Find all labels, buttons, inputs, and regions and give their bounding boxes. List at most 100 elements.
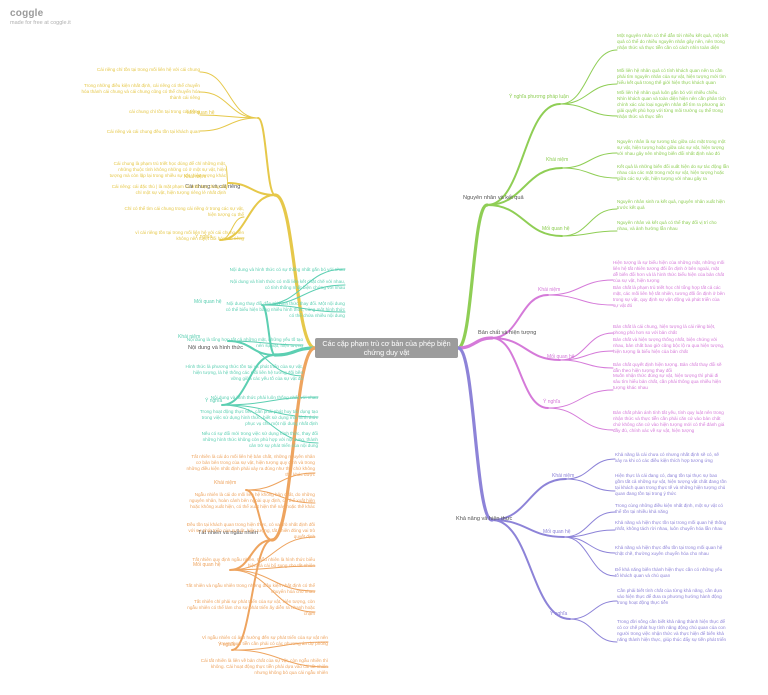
leaf-text-t-2-0[interactable]: Nội dung và hình thức phải luôn thống nh… [210,395,318,400]
sub-label-p-1[interactable]: Mối quan hệ [543,528,571,535]
leaf-text-m-1-2[interactable]: Bản chất quyết định hiện tượng. Bản chất… [613,362,722,373]
leaf-line-g-2-1 [561,230,618,237]
leaf-text-o-1-1[interactable]: Tất nhiên quy định ngẫu nhiên, ngẫu nhiê… [192,557,315,568]
branch-label-t[interactable]: Nội dung và hình thức [188,344,244,351]
leaf-text-m-1-0[interactable]: Bản chất là cái chung, hiện tượng là cái… [613,324,716,335]
sub-label-o-0[interactable]: Khái niệm [214,479,237,486]
sub-line-o-1 [229,539,273,571]
sub-line-g-1 [486,167,563,206]
sub-label-t-2[interactable]: Ý nghĩa [205,397,223,404]
leaf-line-o-2-0 [231,641,329,651]
sub-label-t-1[interactable]: Khái niệm [178,333,201,340]
sub-label-g-1[interactable]: Khái niệm [546,156,569,163]
leaf-text-o-1-3[interactable]: Tất nhiên chỉ phải sự phát triển của sự … [187,599,315,616]
branch-line-m [456,336,494,350]
leaf-line-o-2-1 [231,649,329,668]
leaf-line-y-2-0 [219,216,245,241]
leaf-text-g-0-2[interactable]: Mối liên hệ nhân quả luôn gắn bó với nhi… [617,90,726,119]
leaf-line-o-0-1 [245,489,316,504]
leaf-line-y-1-0 [225,165,229,184]
leaf-text-o-2-1[interactable]: Cái tất nhiên là liên về bản chất của sự… [200,658,328,675]
leaf-text-t-2-2[interactable]: Nếu có sự đổi mới trong việc sử dụng hìn… [201,431,318,448]
leaf-text-o-1-2[interactable]: Tất nhiên và ngẫu nhiên trong những điều… [185,583,315,594]
leaf-text-p-1-1[interactable]: Khả năng và hiện thực tồn tại trong mối … [615,520,727,531]
leaf-line-p-2-1 [569,618,618,643]
branch-label-p[interactable]: Khả năng và hiện thực [456,515,513,522]
leaf-text-t-2-1[interactable]: Trong hoạt động thực tiễn, cần phải phát… [199,409,318,426]
branch-label-o[interactable]: Tất nhiên và ngẫu nhiên [198,529,259,536]
branch-label-g[interactable]: Nguyên nhân và kết quả [463,194,524,201]
sub-label-y-1[interactable]: Khái niệm [184,173,207,180]
leaf-line-g-0-2 [559,103,618,117]
leaf-text-g-2-1[interactable]: Nguyên nhân và kết quả có thể thay đổi v… [617,220,717,231]
leaf-line-p-1-3 [563,536,616,577]
leaf-text-p-0-1[interactable]: Hiện thực là cái đang có, đang tồn tại t… [615,473,727,496]
sub-label-t-0[interactable]: Mối quan hệ [194,298,222,305]
leaf-text-p-1-2[interactable]: Khả năng và hiện thực đều tồn tại trong … [615,545,723,556]
root-topic[interactable]: Các cặp phạm trù cơ bản của phép biện ch… [315,338,458,358]
sub-label-m-0[interactable]: Khái niệm [538,286,561,293]
leaf-text-t-0-1[interactable]: Nội dung và hình thức có mối liên kết ch… [230,279,345,290]
leaf-text-m-2-1[interactable]: Bản chất phản ánh tính tất yếu, tính quy… [613,410,725,433]
leaf-line-y-1-1 [225,182,229,190]
leaf-line-g-0-1 [559,83,618,105]
sub-label-g-2[interactable]: Mối quan hệ [542,225,570,232]
leaf-text-g-2-0[interactable]: Nguyên nhân sinh ra kết quả, nguyên nhân… [617,199,725,210]
leaf-text-t-0-2[interactable]: Nội dung thay đổi dẫn tới hình thức thay… [225,301,345,318]
leaf-text-y-0-2[interactable]: cái chung chỉ tồn tại trong cái riêng [129,109,200,114]
leaf-text-t-1-0[interactable]: Nội dung là tổng hợp tất cả những mặt, n… [186,337,303,348]
leaf-text-y-2-1[interactable]: vì cái riêng tồn tại trong mối liên hệ v… [135,230,244,241]
leaf-text-y-0-1[interactable]: Trong những điều kiện nhất định, cái riê… [81,83,200,100]
sub-label-p-0[interactable]: Khái niệm [552,472,575,479]
leaf-line-p-0-0 [565,458,616,480]
leaf-text-m-1-1[interactable]: Bản chất và hiện tượng thống nhất, biện … [613,337,725,354]
leaf-text-p-0-0[interactable]: Khả năng là cái chưa có nhưng nhất định … [615,452,719,463]
coggle-brand[interactable]: coggle made for free at coggle.it [10,8,71,26]
leaf-text-p-1-0[interactable]: Trong cùng những điều kiện nhất định, mộ… [615,503,723,514]
leaf-text-y-0-3[interactable]: Cái riêng và cái chung đều tồn tại khách… [106,129,200,134]
sub-label-m-2[interactable]: Ý nghĩa [543,398,561,405]
leaf-text-o-1-0[interactable]: Đều tồn tại khách quan trong hiện thực, … [186,522,315,539]
sub-label-m-1[interactable]: Mối quan hệ [547,353,575,360]
sub-label-y-0[interactable]: Mối quan hệ [187,109,215,116]
branch-label-y[interactable]: Cái chung và cái riêng [185,183,241,190]
leaf-text-y-1-0[interactable]: Cái chung là phạm trù triết học dùng để … [109,161,226,178]
leaf-line-t-2-1 [221,404,319,418]
leaf-text-m-0-0[interactable]: Hiện tượng là sự biểu hiện của những mặt… [613,260,725,283]
leaf-line-m-1-2 [559,359,614,369]
sub-label-g-0[interactable]: Ý nghĩa phương pháp luận [509,93,569,100]
leaf-text-g-0-1[interactable]: Mối liên hệ nhân quả có tính khách quan … [617,68,726,85]
leaf-text-t-1-1[interactable]: Hình thức là phương thức tồn tại và phát… [185,364,303,381]
branch-label-m[interactable]: Bản chất và hiện tượng [478,329,537,336]
branch-line-o [270,346,317,542]
leaf-text-y-2-0[interactable]: Chỉ có thể tìm cái chung trong cái riêng… [124,206,244,217]
leaf-text-g-0-0[interactable]: Một nguyên nhân có thể dẫn tới nhiều kết… [617,33,729,50]
leaf-line-t-2-0 [221,396,319,406]
sub-label-o-1[interactable]: Mối quan hệ [193,561,221,568]
leaf-text-y-0-0[interactable]: Cái riêng chỉ tồn tại trong mối liên hệ … [96,67,200,72]
leaf-text-o-0-1[interactable]: Ngẫu nhiên là cái do mối liên hệ không b… [189,492,315,509]
sub-label-p-2[interactable]: Ý nghĩa [550,610,568,617]
leaf-line-g-0-0 [559,49,618,105]
sub-label-y-2[interactable]: Ý nghĩa [195,233,213,240]
branch-line-p [456,346,494,522]
leaf-text-o-2-0[interactable]: Vì ngẫu nhiên có ảnh hưởng đến sự phát t… [201,635,328,646]
sub-line-m-1 [491,337,561,361]
leaf-text-y-1-1[interactable]: Cái riêng: cái đặc thù | là mặt phạm trù… [111,184,226,195]
sub-line-y-0 [257,117,276,196]
leaf-text-m-0-1[interactable]: Bản chất là phạm trù triết học chỉ tổng … [613,285,725,308]
sub-label-o-2[interactable]: Ý nghĩa [218,641,236,648]
leaf-text-m-2-0[interactable]: Muốn nhận thức đúng sự vật, hiện tượng t… [613,373,722,390]
leaf-line-t-0-0 [261,268,346,306]
leaf-text-p-2-1[interactable]: Trong đời sống cần biết khả năng thành h… [617,619,727,642]
leaf-text-t-0-0[interactable]: Nội dung và hình thức có sự thống nhất g… [229,267,345,272]
leaf-line-t-0-1 [261,284,346,306]
leaf-text-o-0-0[interactable]: Tất nhiên là cái do mối liên hệ bản chất… [186,454,316,477]
leaf-text-g-1-0[interactable]: Nguyên nhân là sự tương tác giữa các mặt… [617,139,726,156]
leaf-text-p-1-3[interactable]: Để khả năng biến thành hiện thực cần có … [615,567,723,578]
coggle-tagline: made for free at coggle.it [10,20,71,26]
leaf-text-g-1-1[interactable]: Kết quả là những biến đổi xuất hiện do s… [617,164,729,181]
leaf-text-p-2-0[interactable]: Cần phải biết tính chất của từng khả năn… [617,588,722,605]
sub-line-m-0 [491,294,549,339]
leaf-line-t-1-0 [227,340,304,346]
